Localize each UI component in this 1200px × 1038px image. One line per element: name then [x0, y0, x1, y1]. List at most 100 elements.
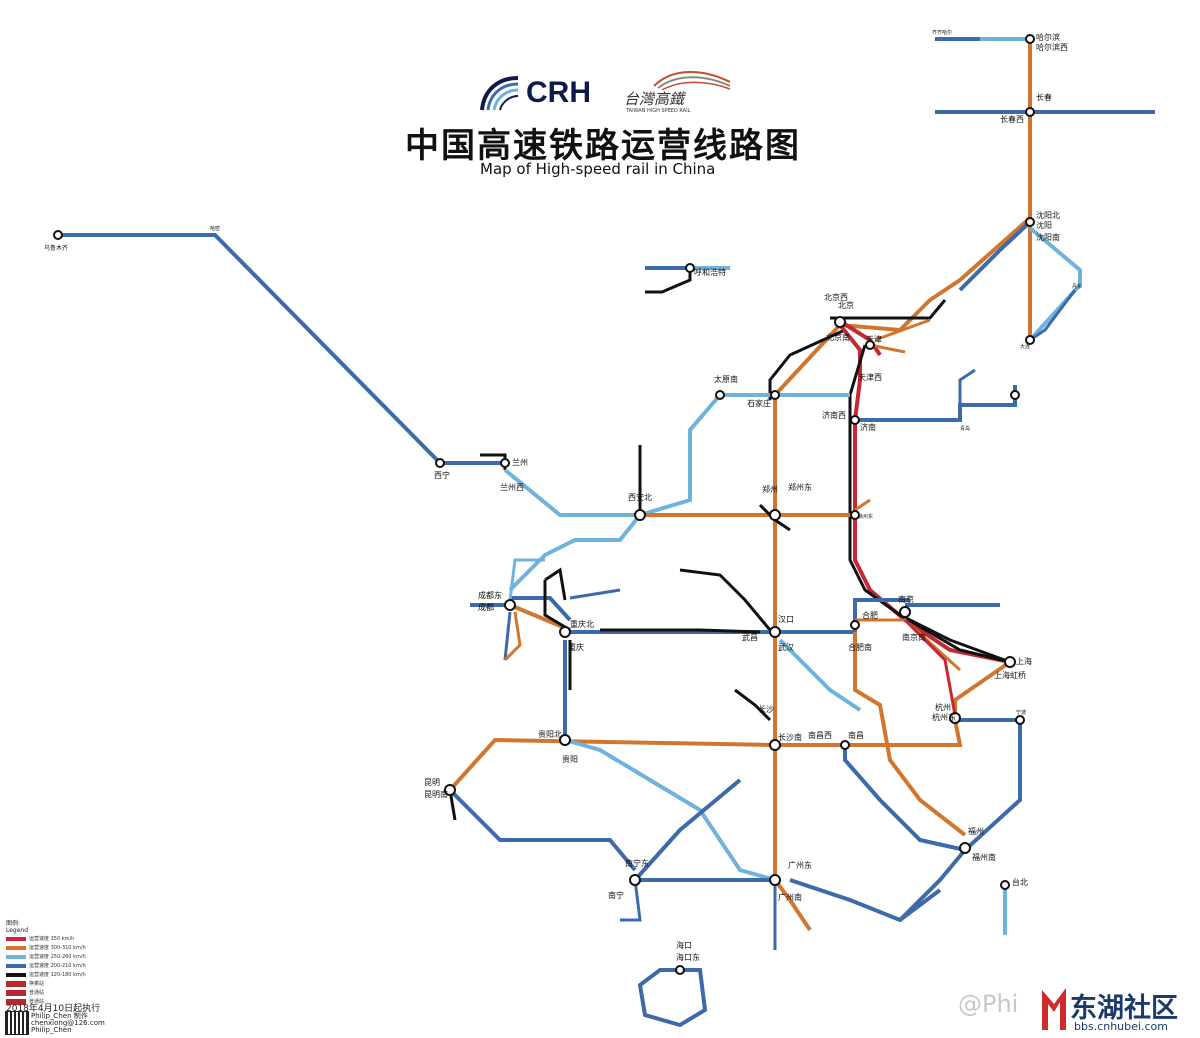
label-guangzhounan: 广州南 [778, 892, 802, 902]
line-xian-chengdu [508, 513, 642, 592]
author-credit: Philip_Chen 制作 chenxiong@126.com Philip_… [31, 1013, 105, 1034]
station-dot-kunming[interactable] [444, 784, 456, 796]
legend-title-cn: 图例: [6, 920, 21, 927]
station-dot-tianjin[interactable] [865, 340, 875, 350]
label-xining: 西宁 [434, 470, 450, 480]
line-hefei-fuzhou [853, 632, 967, 837]
line-hainan-loop [637, 968, 708, 1028]
line-shenyang-beijing [839, 216, 1032, 333]
line-changsha-ext [734, 688, 772, 722]
line-shenyang-shanhaiguan [958, 220, 1032, 292]
label-haerbinxi: 哈尔滨西 [1036, 42, 1068, 52]
label-jinan: 济南 [860, 422, 876, 432]
legend-item: 换乘站 [6, 979, 116, 988]
station-dot-shijiazhuang[interactable] [770, 390, 780, 400]
label-nanjing: 南京 [898, 594, 914, 604]
station-dot-taibei[interactable] [1000, 880, 1010, 890]
label-shanghai: 上海 [1016, 656, 1032, 666]
station-dot-nanchang[interactable] [840, 740, 850, 750]
crh-logo: CRH [478, 72, 608, 118]
station-dot-ningbo[interactable] [1015, 715, 1025, 725]
label-chongqing: 重庆 [568, 642, 584, 652]
label-fuzhou: 福州 [968, 827, 984, 836]
station-dot-nanning[interactable] [629, 874, 641, 886]
label-chengdu: 成都 [478, 602, 494, 612]
station-dot-shanghai[interactable] [1004, 656, 1016, 668]
label-changchun: 长春 [1036, 92, 1052, 102]
label-jinanxi: 济南西 [822, 410, 846, 420]
station-dot-guangzhou[interactable] [769, 874, 781, 886]
crh-swoosh-icon [480, 76, 519, 111]
station-dot-wuhan[interactable] [769, 626, 781, 638]
label-hefei: 合肥 [862, 610, 878, 620]
line-wuhan-jiujiang [778, 638, 862, 712]
station-dot-qingdao[interactable] [1010, 390, 1020, 400]
line-tianjin-qinhuangdao [874, 318, 931, 342]
watermark-weibo: @Phi [958, 990, 1019, 1018]
station-dot-chongqing[interactable] [559, 626, 571, 638]
label-beijingxi: 北京西 [824, 292, 848, 302]
label-haikoudong: 海口东 [676, 952, 700, 962]
label-changsha: 长沙 [758, 704, 774, 714]
station-dot-shenyang[interactable] [1025, 217, 1035, 227]
station-dot-hangzhou[interactable] [949, 712, 961, 724]
label-taiyuannan: 太原南 [714, 374, 738, 384]
label-shenyangnan: 沈阳南 [1036, 232, 1060, 242]
author-weibo: Philip_Chen [31, 1026, 72, 1034]
label-kunmingnan: 昆明南 [424, 789, 448, 799]
label-nanjingnan: 南京南 [902, 632, 926, 642]
line-guangzhou-shenzhen [773, 878, 812, 932]
station-dot-dalian[interactable] [1025, 335, 1035, 345]
station-dot-taiyuan[interactable] [715, 390, 725, 400]
thsr-logo-en: TAIWAN HIGH SPEED RAIL [626, 108, 691, 114]
line-chengdu-leshan [503, 611, 522, 662]
author-name: Philip_Chen 制作 [31, 1012, 88, 1020]
label-shanghaihongqiao: 上海虹桥 [994, 670, 1026, 680]
station-dot-zhengzhou[interactable] [769, 509, 781, 521]
cnhubei-logo-icon [1042, 988, 1066, 1030]
station-dot-huhehaote[interactable] [685, 263, 695, 273]
line-wuhan-hefei [775, 598, 910, 634]
line-guilin-nanning [633, 778, 742, 882]
label-qingdao: 青岛 [960, 425, 970, 432]
thsr-wave-icon [653, 71, 731, 90]
label-hangzhou: 杭州 [935, 702, 951, 712]
page-subtitle: Map of High-speed rail in China [480, 160, 716, 178]
station-dot-xian[interactable] [634, 509, 646, 521]
station-dot-haikou[interactable] [675, 965, 685, 975]
label-ningbo: 宁波 [1016, 709, 1026, 716]
page-title: 中国高速铁路运营线路图 [405, 126, 801, 166]
label-taibei: 台北 [1012, 877, 1028, 887]
station-dot-xining[interactable] [435, 458, 445, 468]
line-shijiazhuang-taiyuan [639, 393, 775, 517]
label-wuhan: 武汉 [778, 642, 794, 652]
station-dot-hefei[interactable] [850, 620, 860, 630]
label-xuzhoudong: 徐州东 [858, 513, 873, 520]
label-hami: 哈密 [210, 225, 220, 232]
station-dot-guiyang[interactable] [559, 734, 571, 746]
station-dot-beijing[interactable] [834, 316, 846, 328]
line-xuzhou-lianyungang [854, 498, 871, 512]
label-tianjinxi: 天津西 [858, 372, 882, 382]
station-dot-lanzhou[interactable] [500, 458, 510, 468]
station-dot-nanjing[interactable] [899, 606, 911, 618]
label-hangzhoudong: 杭州东 [932, 712, 956, 722]
station-dot-jinan[interactable] [850, 415, 860, 425]
legend-item: 运营速度 350 km/h [6, 934, 116, 943]
label-zhengzhou: 郑州 [762, 484, 778, 494]
station-dot-changsha[interactable] [769, 739, 781, 751]
label-guiyang: 贵阳 [562, 754, 578, 764]
label-chongqingbei: 重庆北 [570, 619, 594, 629]
line-tianjin-yujiapu [869, 343, 906, 354]
station-dot-fuzhou[interactable] [959, 842, 971, 854]
label-nanningdong: 南宁东 [625, 858, 649, 868]
line-guangzhou-xiamen [789, 878, 942, 923]
station-dot-haerbin[interactable] [1025, 34, 1035, 44]
line-beijing-north-black [830, 299, 947, 320]
station-dot-xuzhou[interactable] [850, 510, 860, 520]
station-dot-wulumuqi[interactable] [53, 230, 63, 240]
line-hohhot-baotou [645, 268, 692, 294]
station-dot-chengdu[interactable] [504, 599, 516, 611]
station-dot-changchun[interactable] [1025, 107, 1035, 117]
